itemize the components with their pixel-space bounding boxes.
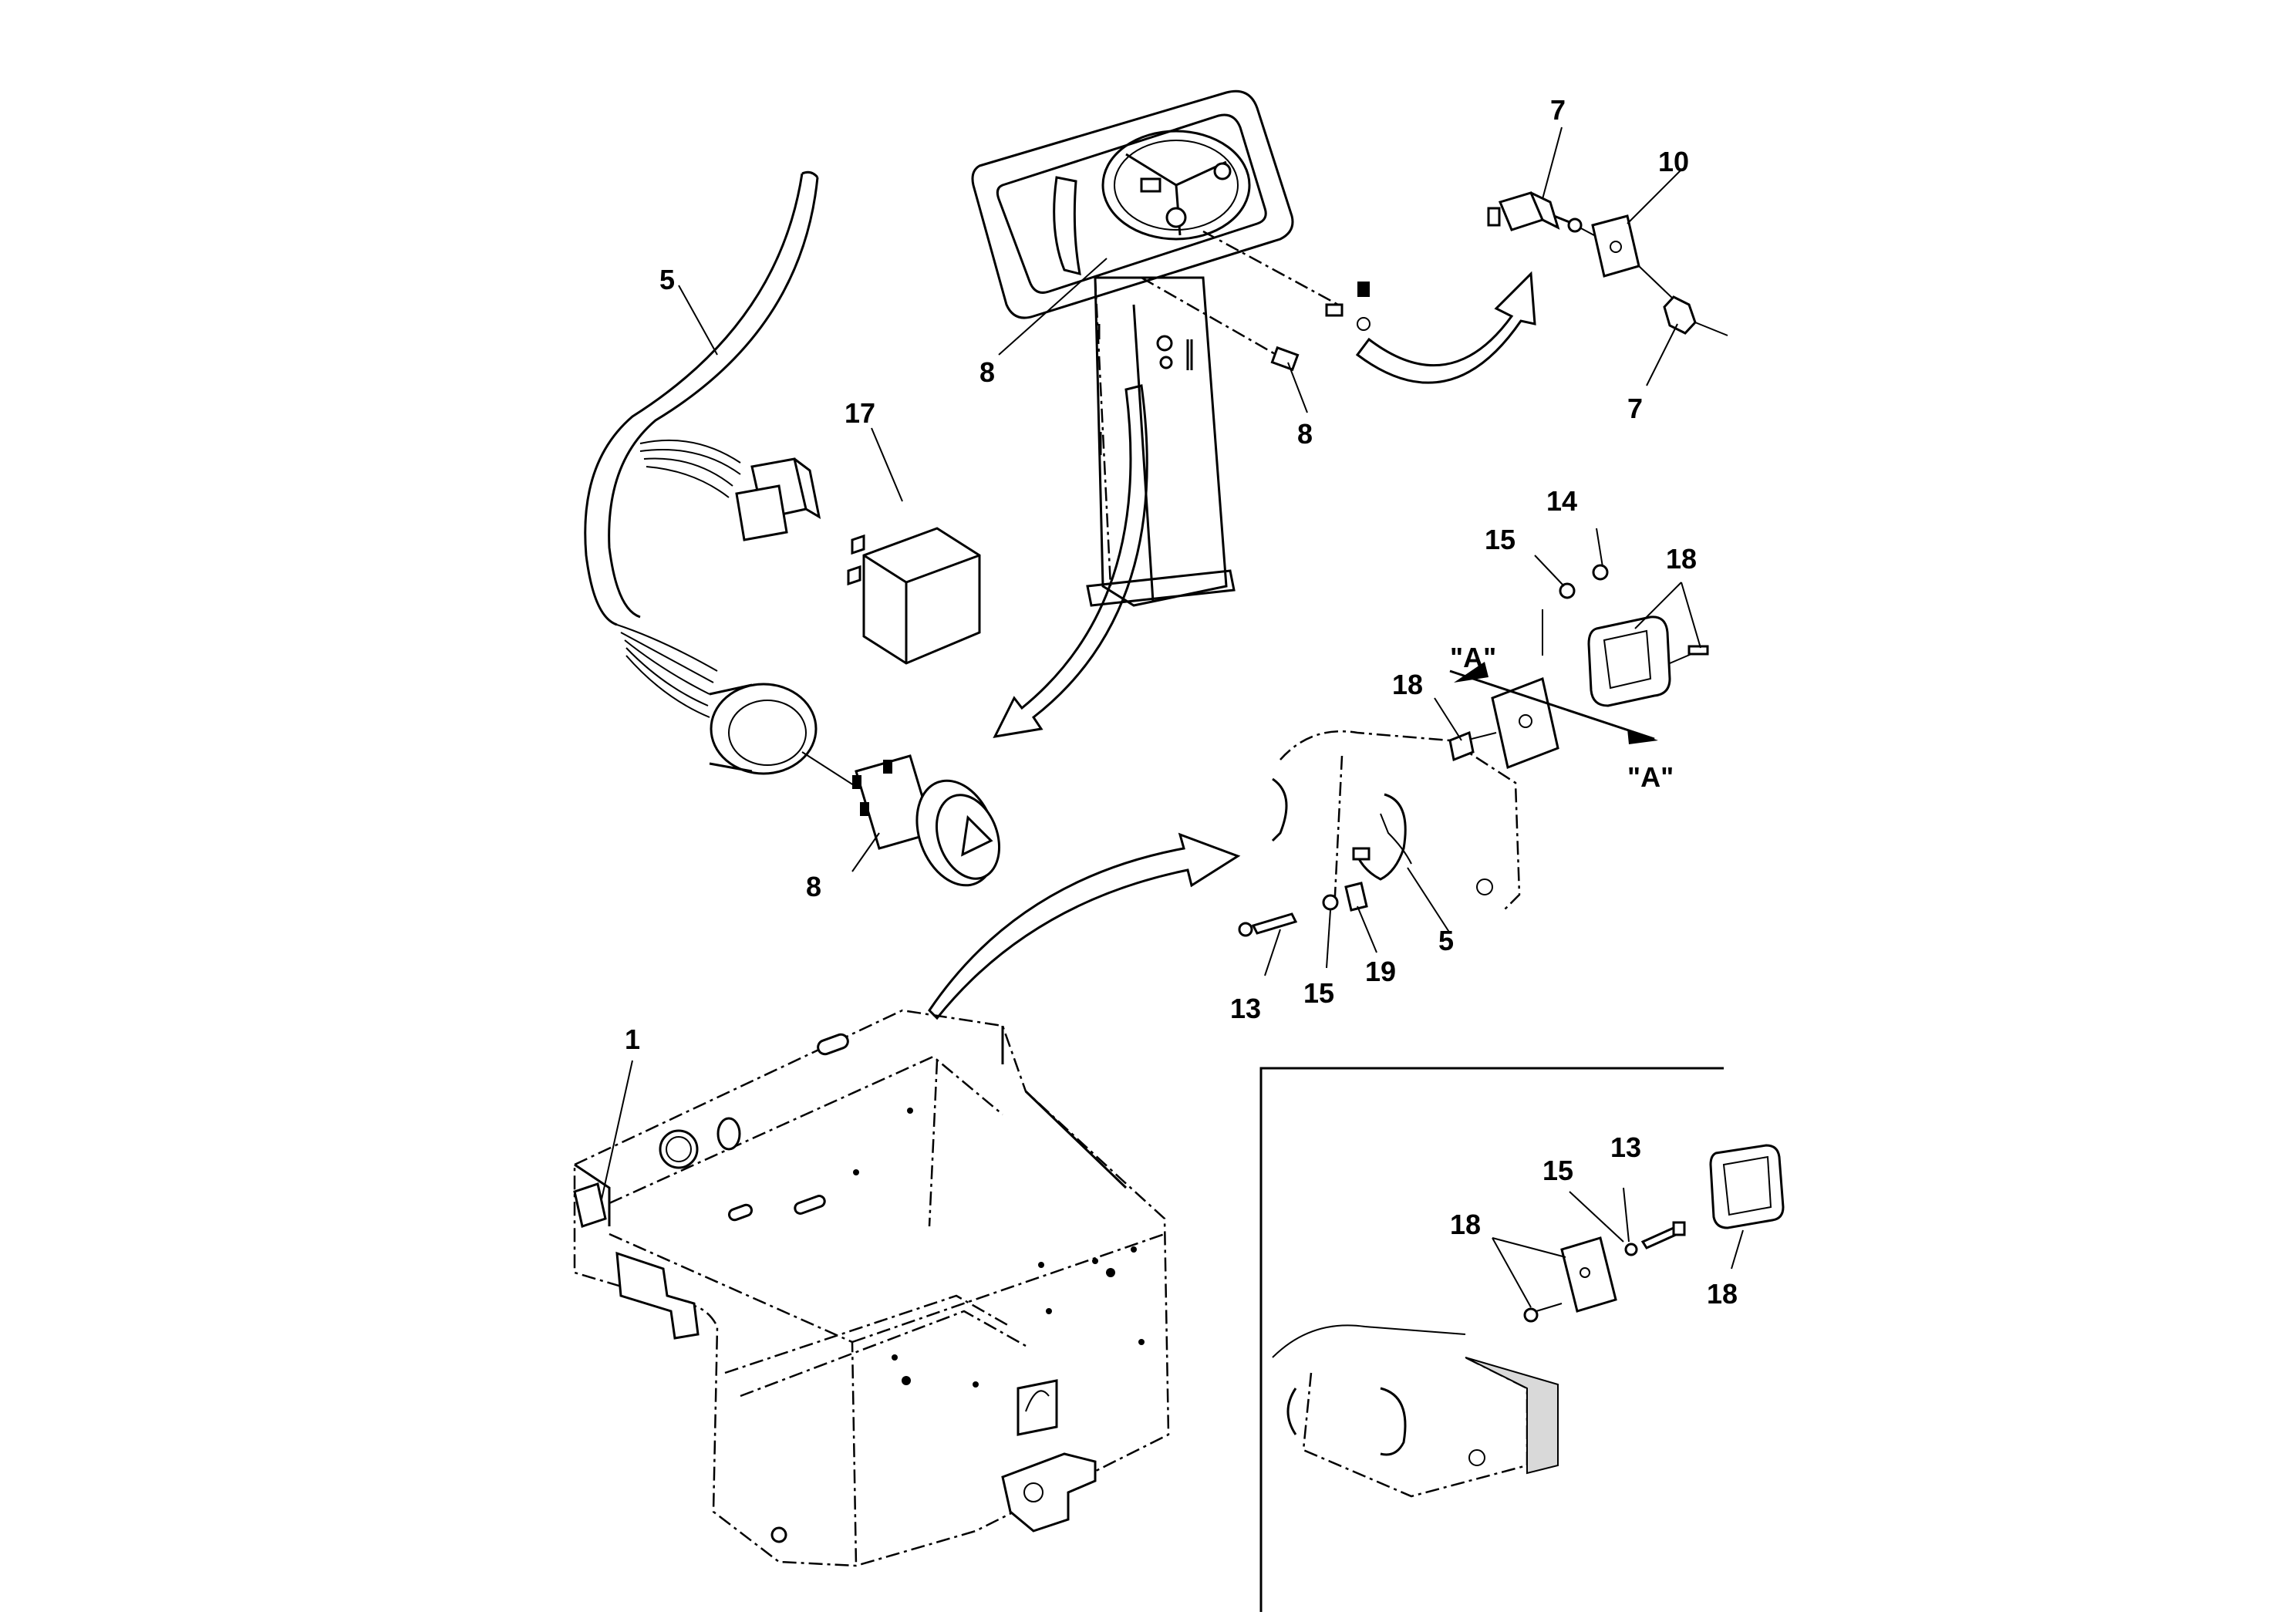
callout-15-inset: 15 — [1542, 1155, 1573, 1186]
callout-8-switch: 8 — [806, 871, 821, 902]
callout-18-inset-right: 18 — [1707, 1278, 1738, 1310]
steering-console — [971, 89, 1371, 607]
relay — [847, 527, 981, 665]
ignition-switch-plug — [709, 683, 857, 787]
callout-19: 19 — [1365, 956, 1396, 987]
callout-8-column: 8 — [979, 356, 995, 388]
callout-13-inset: 13 — [1610, 1131, 1641, 1163]
callout-5-top: 5 — [659, 264, 675, 295]
leader-lines — [601, 126, 1744, 1308]
callout-15-top: 15 — [1485, 524, 1515, 555]
mounting-detail — [1238, 564, 1709, 937]
callout-1: 1 — [625, 1023, 640, 1055]
cab-frame — [573, 1009, 1170, 1567]
switch-assembly — [1487, 191, 1728, 336]
callout-18-left: 18 — [1392, 669, 1423, 700]
ignition-switch — [852, 754, 1001, 887]
callout-8-bolt: 8 — [1297, 418, 1313, 450]
arrow-to-mounting-detail — [928, 832, 1241, 1020]
callout-15-bottom: 15 — [1303, 977, 1334, 1009]
callout-13: 13 — [1230, 993, 1261, 1024]
callout-5-bottom: 5 — [1438, 925, 1454, 956]
section-mark-a-top: "A" — [1450, 642, 1496, 673]
callout-18-top: 18 — [1666, 543, 1697, 575]
wiring-harness — [584, 170, 819, 718]
callout-7-bottom: 7 — [1627, 393, 1643, 424]
harness-connector — [735, 457, 821, 541]
callout-18-inset-left: 18 — [1450, 1209, 1481, 1240]
callout-14: 14 — [1546, 485, 1577, 517]
arrow-to-ignition-switch — [993, 384, 1148, 738]
callout-labels: 1 5 5 7 7 8 8 8 10 13 13 14 15 15 15 17 … — [625, 94, 1738, 1310]
inset-detail-panel — [1259, 1067, 1785, 1612]
callout-10: 10 — [1658, 146, 1689, 177]
section-mark-a-bottom: "A" — [1627, 761, 1674, 793]
callout-17: 17 — [845, 397, 875, 429]
callout-7-top: 7 — [1550, 94, 1566, 126]
arrow-to-switch-detail — [1355, 271, 1536, 384]
